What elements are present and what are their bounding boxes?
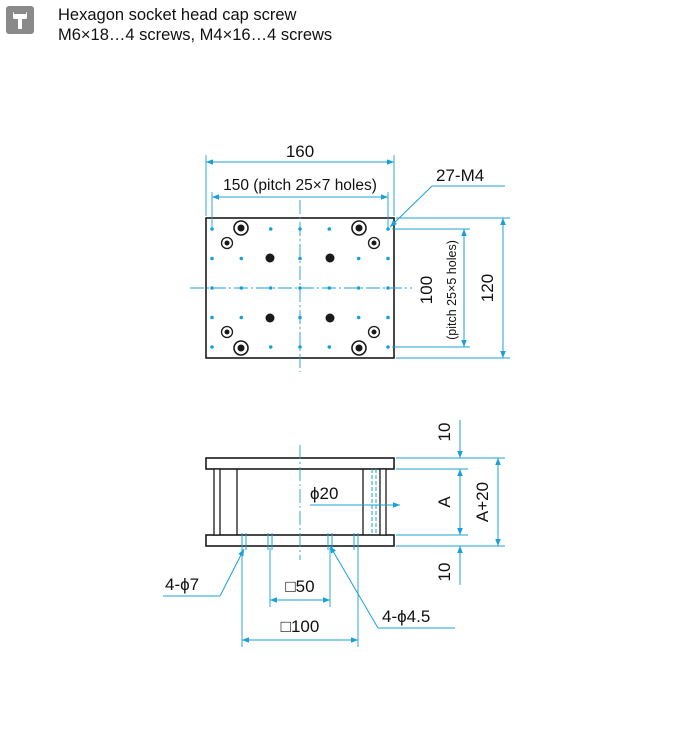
thread-leader-arrow (389, 185, 433, 228)
width-label: 160 (286, 142, 314, 161)
m4-tapped-hole (298, 227, 302, 231)
side-view: ϕ20 10 A 10 A+20 4-ϕ7 □50 □100 (163, 420, 505, 647)
m4-tapped-hole (386, 345, 390, 349)
top-plate-label: 10 (435, 423, 454, 442)
header: Hexagon socket head cap screw M6×18…4 sc… (6, 4, 686, 48)
center-hole-label: ϕ20 (310, 484, 338, 503)
m4-tapped-hole (210, 256, 214, 261)
thread-label: 27-M4 (436, 166, 484, 185)
height-label: 120 (478, 274, 497, 302)
hole7-label: 4-ϕ7 (165, 575, 199, 594)
m4-tapped-hole (298, 256, 302, 261)
screw-head-socket (237, 344, 245, 352)
header-title: Hexagon socket head cap screw (58, 6, 297, 24)
m4-tapped-hole (356, 315, 361, 320)
m4-tapped-hole (327, 345, 332, 349)
through-hole (265, 253, 275, 263)
m4-tapped-hole (298, 286, 302, 290)
m4-tapped-hole (268, 345, 273, 349)
m4-tapped-hole (386, 227, 390, 231)
bottom-plate-label: 10 (435, 563, 454, 582)
screw-head-small-socket (371, 329, 377, 335)
m4-tapped-hole (356, 286, 361, 290)
post-left-outer (213, 468, 221, 536)
m4-tapped-hole (268, 227, 273, 231)
sq50-label: □50 (285, 577, 314, 596)
hole45-leader-arrow (329, 545, 379, 629)
m4-tapped-hole (356, 256, 361, 261)
hole7-leader-arrow (219, 548, 245, 597)
m4-tapped-hole (210, 227, 214, 231)
m4-tapped-hole (298, 315, 302, 320)
through-hole (325, 253, 335, 263)
gap-label: A (435, 496, 454, 508)
m4-tapped-hole (239, 286, 244, 290)
pitch-y-label-sub: (pitch 25×5 holes) (445, 240, 459, 340)
m4-tapped-hole (327, 286, 332, 290)
hole45-label: 4-ϕ4.5 (382, 607, 430, 626)
m4-tapped-hole (386, 315, 390, 320)
screw-head-small-socket (371, 240, 377, 246)
m4-tapped-hole (298, 345, 302, 349)
screw-icon (6, 6, 34, 34)
pitch-y-label-main: 100 (417, 276, 436, 304)
post-right-outer (379, 468, 387, 536)
screw-head-socket (355, 224, 363, 232)
m4-tapped-hole (210, 345, 214, 349)
m4-tapped-hole (327, 227, 332, 231)
m6-screw-heads (233, 220, 367, 356)
header-subtitle: M6×18…4 screws, M4×16…4 screws (58, 26, 333, 44)
screw-head-small-socket (224, 240, 230, 246)
top-view: 160 150 (pitch 25×7 holes) 27-M4 100 (pi… (190, 142, 510, 372)
m4-tapped-hole (239, 315, 244, 320)
sq100-label: □100 (281, 617, 320, 636)
m4-tapped-hole (210, 286, 214, 290)
m4-tapped-hole (386, 256, 390, 261)
pitch-x-label: 150 (pitch 25×7 holes) (223, 177, 377, 194)
m4-tapped-hole (386, 286, 390, 290)
m4-screw-heads (220, 236, 381, 339)
through-hole (325, 313, 335, 323)
through-hole (265, 313, 275, 323)
screw-head-socket (237, 224, 245, 232)
screw-head-socket (355, 344, 363, 352)
m4-tapped-hole (210, 315, 214, 320)
through-holes (265, 253, 335, 323)
m4-tapped-hole (268, 286, 273, 290)
m4-tapped-hole (239, 256, 244, 261)
total-label: A+20 (473, 482, 492, 522)
screw-head-small-socket (224, 329, 230, 335)
